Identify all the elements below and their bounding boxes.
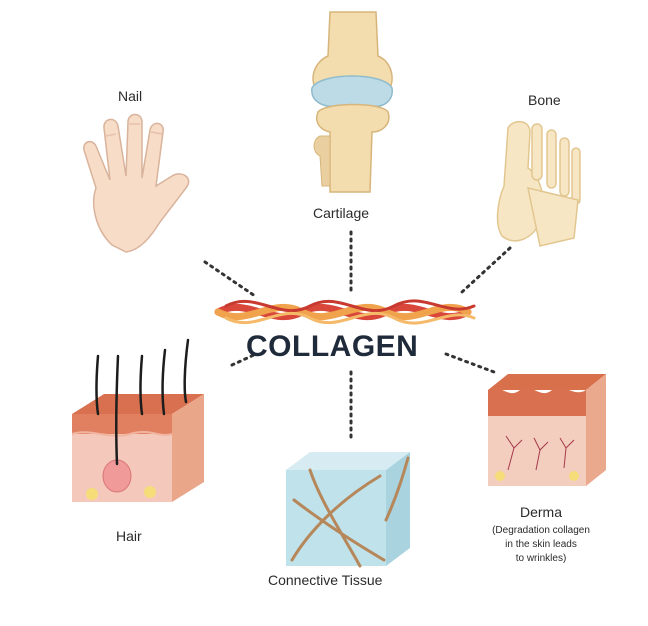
knee-joint-icon [311, 11, 393, 193]
derma-label: Derma [520, 504, 563, 520]
connective-tissue-label: Connective Tissue [268, 572, 383, 588]
collagen-fiber-icon [214, 299, 476, 325]
foot-bones-icon [496, 120, 581, 247]
connector-bone [460, 246, 512, 294]
derma-note-line: in the skin leads [505, 539, 577, 550]
skin-layer-icon [488, 374, 606, 486]
hair-label: Hair [116, 528, 142, 544]
connector-hair [230, 352, 258, 367]
connector-lines [203, 230, 512, 440]
derma-note: (Degradation collagen in the skin leads … [460, 524, 622, 566]
derma-note-line: (Degradation collagen [492, 525, 590, 536]
bone-label: Bone [528, 92, 561, 108]
hair-follicle-icon [71, 338, 204, 502]
connector-nail [203, 260, 257, 298]
tissue-cube-icon [286, 452, 410, 568]
collagen-title: COLLAGEN [246, 330, 419, 363]
derma-note-line: to wrinkles) [515, 553, 567, 564]
nail-label: Nail [118, 88, 143, 104]
connector-derma [444, 352, 496, 374]
hand-icon [83, 113, 190, 253]
cartilage-label: Cartilage [313, 205, 370, 221]
